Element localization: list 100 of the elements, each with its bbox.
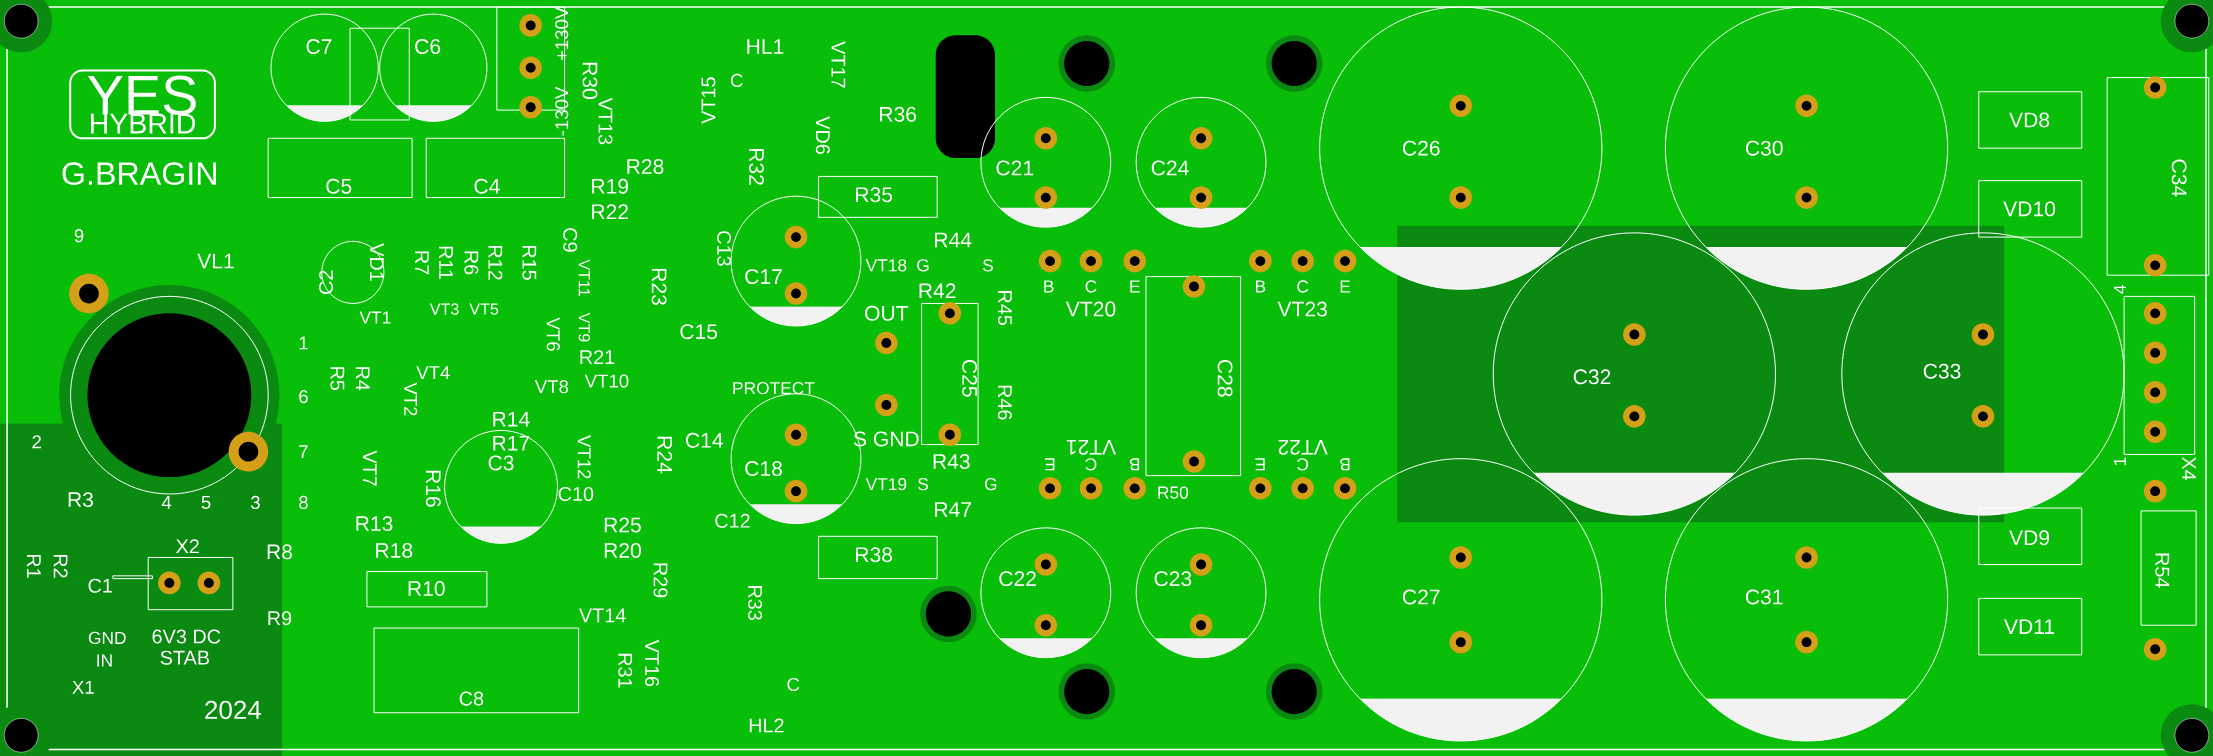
silkscreen-label: R31	[618, 653, 633, 688]
silkscreen-label: 9	[74, 228, 84, 243]
silkscreen-label: 4	[161, 495, 172, 509]
silkscreen-label: X2	[176, 539, 199, 553]
silkscreen-label: R13	[356, 515, 393, 531]
silkscreen-label: VT2	[404, 382, 418, 416]
silkscreen-label: C31	[1745, 589, 1783, 605]
silkscreen-label: VD8	[2009, 112, 2050, 128]
silkscreen-label: E	[1130, 280, 1140, 293]
silkscreen-label: B	[1044, 280, 1054, 293]
silkscreen-label: 4	[2113, 284, 2126, 294]
silkscreen-label: C30	[1745, 140, 1783, 156]
silkscreen-label: VT1	[359, 311, 391, 324]
silkscreen-label: R35	[856, 187, 893, 202]
silkscreen-label: VT19	[865, 477, 907, 490]
silkscreen-label: C17	[745, 268, 782, 284]
silkscreen-label: R19	[592, 178, 629, 194]
silkscreen-label: R8	[267, 544, 292, 560]
silkscreen-label: R22	[592, 204, 628, 219]
silkscreen-label: R44	[935, 232, 972, 247]
silkscreen-label: R18	[376, 542, 413, 558]
silkscreen-label: R20	[604, 542, 641, 558]
silkscreen-label: S GND	[853, 431, 919, 447]
silkscreen-label: X1	[72, 680, 94, 694]
silkscreen-label: S	[918, 477, 929, 490]
silkscreen-label: 8	[299, 495, 308, 509]
silkscreen-label: C	[730, 73, 743, 87]
silkscreen-label: R33	[748, 585, 763, 620]
silkscreen-label: VT3	[429, 303, 459, 315]
silkscreen-label: R46	[997, 385, 1012, 420]
silkscreen-label: 3	[251, 495, 260, 509]
silkscreen-label: S	[982, 258, 993, 272]
silkscreen-label: R45	[997, 290, 1012, 325]
silkscreen-label: C32	[1573, 369, 1611, 385]
silkscreen-label: VT8	[534, 379, 569, 394]
silkscreen-label: E	[1255, 458, 1265, 471]
silkscreen-label: C26	[1403, 140, 1440, 156]
silkscreen-label: C28	[1217, 359, 1233, 397]
silkscreen-label: C13	[717, 230, 732, 266]
silkscreen-label: OUT	[865, 305, 909, 321]
silkscreen-label: R15	[522, 245, 537, 280]
silkscreen-label: R32	[749, 148, 764, 185]
silkscreen-label: R30	[582, 62, 598, 99]
silkscreen-label: 1	[299, 336, 308, 350]
silkscreen-label: R1	[27, 554, 41, 578]
silkscreen-label: VT23	[1277, 301, 1327, 317]
silkscreen-label: PROTECT	[733, 381, 815, 395]
silkscreen-label: C15	[680, 323, 718, 339]
silkscreen-label: C6	[415, 38, 441, 54]
silkscreen-label: R3	[68, 491, 93, 507]
silkscreen-label: C3	[488, 455, 514, 471]
silkscreen-label: VT9	[578, 312, 590, 342]
silkscreen-label: R4	[355, 366, 370, 391]
silkscreen-label: X4	[2182, 456, 2196, 480]
silkscreen-label: VT11	[578, 259, 590, 296]
silkscreen-label: C10	[558, 486, 594, 501]
silkscreen-label: R6	[464, 251, 479, 275]
silkscreen-label: +130V	[555, 6, 569, 60]
silkscreen-label: VT18	[865, 258, 907, 272]
silkscreen-label: C	[1085, 457, 1097, 471]
silkscreen-label: G	[917, 258, 929, 272]
silkscreen-label: C18	[745, 460, 782, 476]
silkscreen-label: C33	[1923, 363, 1961, 379]
silkscreen-label: VT13	[598, 97, 613, 144]
silkscreen-label: 1	[2113, 457, 2126, 465]
silkscreen-label: B	[1256, 280, 1266, 293]
silkscreen-label: HL1	[747, 39, 784, 54]
silkscreen-label: R12	[488, 245, 503, 280]
silkscreen-label: VL1	[197, 253, 234, 269]
silkscreen-label: VT21	[1066, 439, 1117, 455]
silkscreen-label: C7	[306, 38, 332, 54]
silkscreen-label: R9	[268, 610, 292, 625]
silkscreen-label: 5	[201, 495, 211, 509]
silkscreen-label: C23	[1154, 570, 1192, 586]
title-plate: YES HYBRID	[69, 69, 216, 140]
silkscreen-label: R23	[651, 268, 667, 305]
silkscreen-label: VD6	[815, 116, 830, 154]
silkscreen-label: C	[1297, 280, 1309, 293]
silkscreen-label: B	[1129, 458, 1140, 471]
silkscreen-label: C12	[715, 513, 750, 528]
silkscreen-label: 2	[32, 435, 41, 448]
silkscreen-label: 6V3 DC	[152, 629, 221, 644]
silkscreen-label: C1	[88, 578, 112, 593]
silkscreen-label: VD10	[2003, 201, 2056, 217]
silkscreen-label: C25	[962, 359, 978, 397]
silkscreen-label: R54	[2155, 553, 2170, 588]
silkscreen-label: C22	[999, 570, 1036, 586]
silkscreen-label: R24	[657, 436, 673, 473]
silkscreen-label: C	[787, 677, 800, 691]
silkscreen-label: G	[984, 477, 997, 490]
silkscreen-label: C21	[996, 160, 1034, 176]
silkscreen-label: HL2	[749, 718, 784, 733]
silkscreen-label: R38	[856, 546, 893, 562]
silkscreen-label: C9	[563, 228, 578, 252]
silkscreen-label: E	[1045, 458, 1055, 471]
silkscreen-label: C2	[319, 270, 334, 294]
silkscreen-label: C34	[2171, 159, 2187, 197]
silkscreen-label: 7	[299, 445, 308, 458]
silkscreen-label: R50	[1158, 486, 1189, 499]
silkscreen-label: C27	[1403, 589, 1440, 605]
